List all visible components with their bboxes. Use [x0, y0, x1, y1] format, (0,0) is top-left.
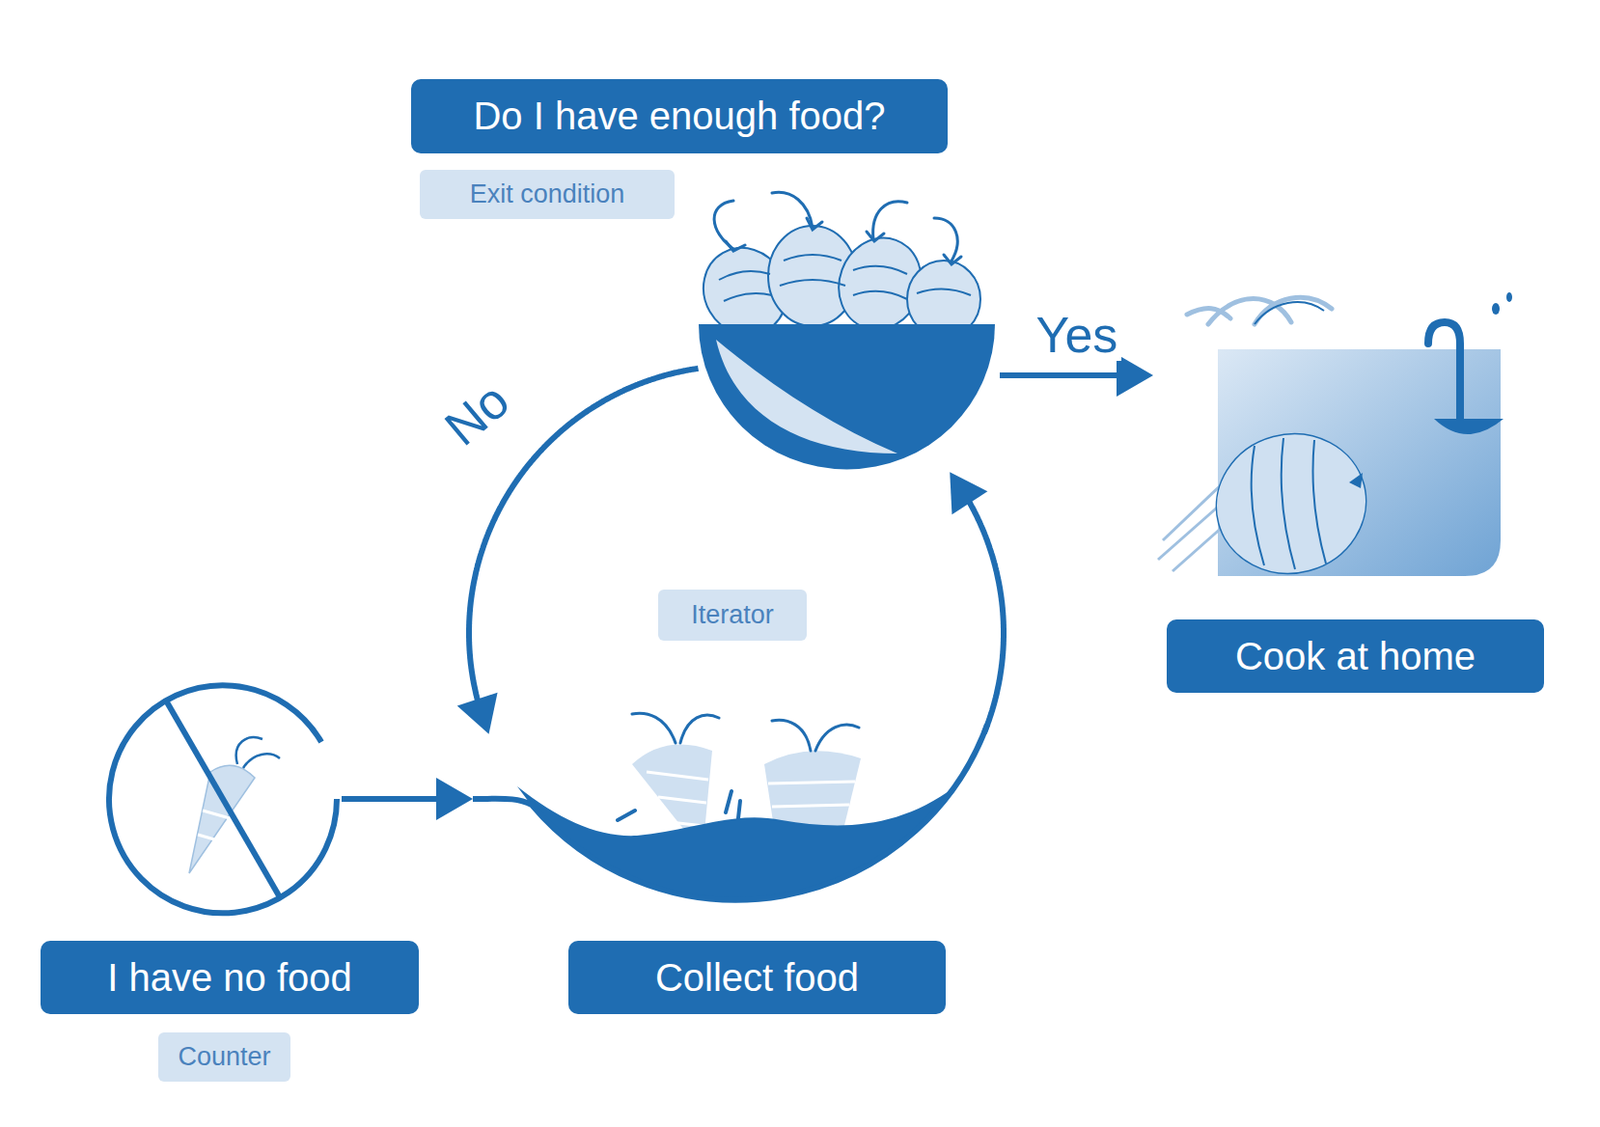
carrot-greens [632, 713, 859, 751]
ladle-handle [1428, 322, 1461, 419]
dirt-chips [617, 791, 741, 821]
no-circle [109, 685, 337, 913]
drop [1506, 292, 1513, 303]
stripe [779, 279, 846, 286]
drop [1491, 303, 1500, 315]
soil [517, 786, 956, 901]
step-label: Cook at home [1166, 619, 1545, 693]
arrow-head [949, 471, 988, 515]
big-carrot [1200, 416, 1382, 590]
green [943, 254, 962, 265]
arrow-line [341, 796, 451, 802]
role-tag: Exit condition [419, 169, 675, 220]
loop-bottom [472, 724, 988, 901]
carrot-greens [714, 192, 962, 265]
big-carrot-stripes [1251, 438, 1326, 570]
arrow-line [962, 490, 1004, 733]
carrot-leaf [1349, 472, 1363, 489]
no-slash [165, 700, 280, 898]
pot-greens [1186, 297, 1332, 325]
role-tag: Counter [158, 1032, 291, 1082]
green [772, 192, 813, 228]
stripe [1251, 445, 1265, 566]
small-greens [236, 737, 280, 769]
arrow-head [1116, 354, 1154, 397]
flow-arrow [341, 777, 473, 821]
ladle-bowl [1434, 418, 1504, 435]
motion-lines [1158, 482, 1224, 572]
edge-label: Yes [1032, 308, 1123, 362]
stripe [853, 291, 908, 300]
stripe [783, 254, 842, 261]
bowl [698, 324, 995, 469]
loop-body-node: Collect food [472, 733, 1004, 912]
arrow-head [457, 692, 498, 735]
green [806, 218, 823, 230]
no-food-symbol [109, 685, 337, 913]
edge-label: No [433, 370, 523, 458]
motion-line [1158, 501, 1224, 560]
green [714, 200, 734, 249]
step-label: Collect food [568, 940, 946, 1015]
arrow-head [436, 777, 473, 821]
stripe [768, 781, 856, 807]
decision-node: Do I have enough food?Exit condition [698, 318, 999, 473]
stripe [916, 288, 971, 296]
cooking-pot [1158, 292, 1513, 591]
stripe [1313, 440, 1327, 564]
green [873, 201, 908, 240]
stripe [718, 271, 771, 280]
stripe [1281, 438, 1296, 570]
green [725, 241, 745, 251]
flow-arrow [949, 471, 1004, 734]
action-node: Cook at home [1153, 289, 1520, 580]
pot-greens-line [1254, 302, 1325, 325]
motion-line [1172, 525, 1224, 572]
carrot-stripes [718, 254, 971, 302]
stripe [646, 772, 709, 827]
stripe [853, 266, 908, 275]
stripe [723, 293, 773, 302]
bowl-shine [716, 339, 898, 454]
green [866, 231, 884, 242]
decision-label: Do I have enough food? [411, 79, 948, 154]
start-node: I have no foodCounter [105, 681, 341, 917]
step-label: I have no food [40, 940, 419, 1015]
small-carrot [189, 765, 255, 874]
arrow-line [999, 372, 1132, 379]
role-tag: Iterator [658, 589, 807, 641]
